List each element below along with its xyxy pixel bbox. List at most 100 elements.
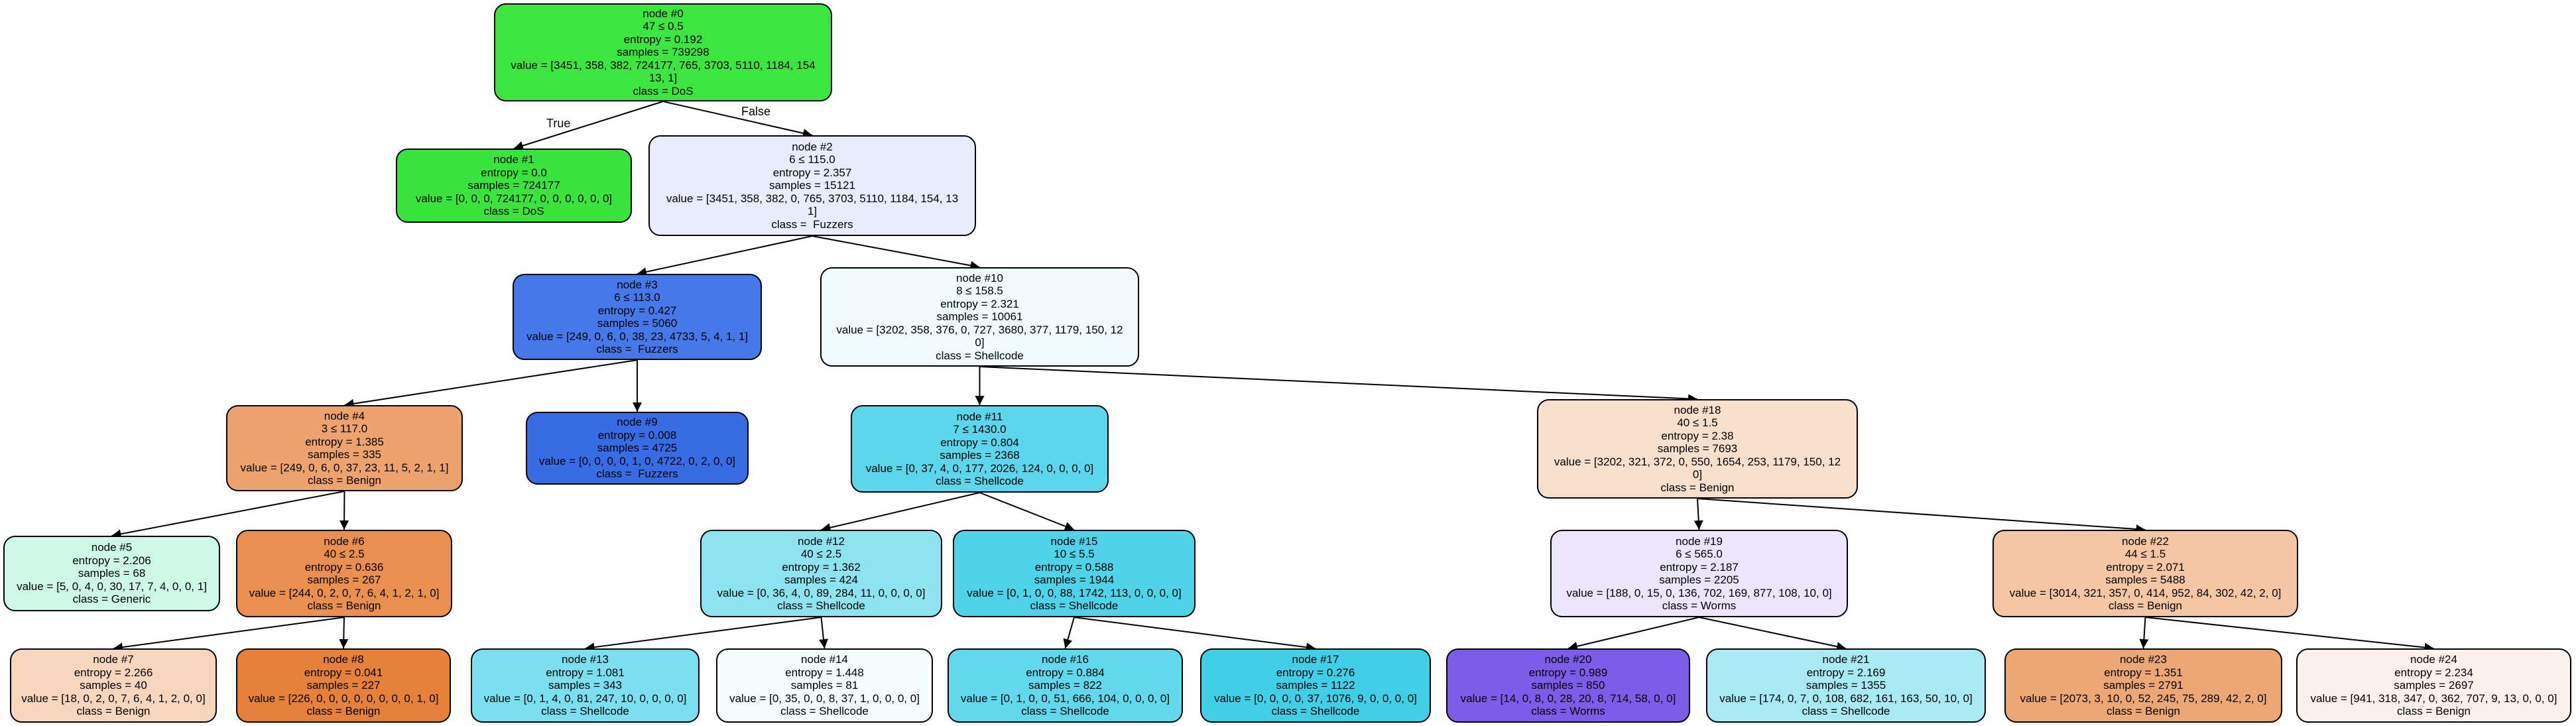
node-text-line: entropy = 1.448 [785,666,864,679]
node-text-line: class = Shellcode [541,705,629,718]
node-text-line: class = Benign [1660,481,1735,494]
edge-label-true: True [546,117,571,130]
node-text-line: entropy = 0.0 [481,166,547,179]
node-text-line: node #14 [801,653,848,666]
node-text-line: 47 ≤ 0.5 [643,20,684,33]
node-text-line: entropy = 0.427 [597,304,677,317]
node-text-line: node #15 [1050,534,1098,548]
node-text-line: class = Shellcode [1802,705,1890,718]
node-text-line: entropy = 1.351 [2104,666,2183,679]
node-text-line: entropy = 2.187 [1660,560,1739,574]
tree-edge [339,491,349,530]
node-text-line: entropy = 0.008 [597,428,677,442]
node-text-line: value = [249, 0, 6, 0, 38, 23, 4733, 5, … [526,330,749,343]
node-text-line: value = [0, 1, 0, 0, 51, 666, 104, 0, 0,… [960,692,1170,705]
node-text-line: 1] [807,205,818,218]
node-text-line: samples = 2697 [2394,679,2474,692]
node-text-line: samples = 1122 [1276,679,1355,692]
node-text-line: node #6 [324,534,365,548]
tree-edge [1693,498,1703,530]
node-text-line: class = Benign [76,705,151,718]
node-text-line: node #12 [798,534,845,548]
node-text-line: 10 ≤ 5.5 [1054,548,1095,560]
node-text-line: samples = 335 [307,448,382,461]
node-text-line: entropy = 0.276 [1276,666,1355,679]
node-text-line: node #16 [1042,653,1089,666]
node-text-line: node #24 [2410,653,2457,666]
node-text-line: value = [5, 0, 4, 0, 30, 17, 7, 4, 0, 0,… [17,579,207,593]
node-text-line: samples = 81 [790,679,859,692]
node-text-line: class = DoS [633,84,694,97]
node-text-line: 40 ≤ 1.5 [1677,416,1718,430]
node-text-line: entropy = 2.321 [940,297,1019,310]
node-text-line: entropy = 0.804 [940,436,1019,449]
node-text-line: node #9 [617,416,658,429]
tree-edge [1567,617,1699,651]
node-text-line: class = Generic [72,593,151,606]
node-text-line: class = Shellcode [1021,705,1109,718]
node-text-line: node #17 [1292,653,1339,666]
node-text-line: class = Fuzzers [771,217,853,231]
node-text-line: samples = 343 [548,679,623,692]
node-text-line: samples = 5060 [597,317,678,330]
node-text-line: node #13 [562,653,609,666]
node-text-line: 44 ≤ 1.5 [2124,548,2166,560]
node-text-line: samples = 10061 [936,310,1023,324]
node-text-line: samples = 724177 [467,179,560,192]
node-text-line: class = Benign [307,599,381,612]
tree-edge [979,492,1075,531]
node-text-line: samples = 739298 [617,46,709,59]
tree-edge [819,617,828,649]
node-text-line: value = [0, 0, 0, 0, 1, 0, 4722, 0, 2, 0… [538,454,736,467]
node-text-line: entropy = 2.234 [2394,666,2473,679]
edge-label-false: False [741,105,771,118]
tree-edge [2139,617,2149,649]
node-text-line: entropy = 0.588 [1034,560,1114,574]
node-text-line: class = Fuzzers [596,343,678,355]
tree-edge [637,235,813,276]
node-text-line: value = [249, 0, 6, 0, 37, 23, 11, 5, 2,… [240,461,449,474]
node-text-line: value = [188, 0, 15, 0, 136, 702, 169, 8… [1566,586,1832,599]
node-text-line: samples = 5488 [2105,574,2185,586]
node-text-line: entropy = 2.357 [772,166,852,179]
node-text-line: samples = 7693 [1657,442,1738,455]
tree-edge [821,492,980,532]
node-text-line: entropy = 1.081 [546,666,625,679]
tree-edge [513,101,664,151]
node-text-line: samples = 850 [1531,679,1605,692]
node-text-line: value = [3451, 358, 382, 0, 765, 3703, 5… [666,192,959,205]
node-text-line: node #0 [643,7,684,20]
node-text-line: class = Worms [1662,599,1737,612]
node-text-line: class = Shellcode [777,599,865,612]
node-text-line: class = Shellcode [936,349,1024,362]
node-text-line: samples = 40 [80,679,147,692]
node-text-line: entropy = 1.362 [782,560,861,574]
node-text-line: samples = 424 [784,574,859,586]
node-text-line: node #19 [1676,534,1723,548]
tree-edge [113,617,345,652]
node-text-line: value = [0, 37, 4, 0, 177, 2026, 124, 0,… [865,461,1094,475]
tree-edge [1073,617,1316,652]
node-text-line: node #11 [956,410,1003,423]
node-text-line: value = [3451, 358, 382, 724177, 765, 37… [511,58,816,72]
node-text-line: 7 ≤ 1430.0 [953,423,1007,436]
node-text-line: node #22 [2122,534,2169,548]
node-text-line: 13, 1] [648,72,678,85]
node-text-line: class = Shellcode [780,705,869,718]
node-text-line: class = Worms [1531,705,1605,718]
node-text-line: node #3 [617,278,658,291]
node-text-line: value = [3014, 321, 357, 0, 414, 952, 84… [2009,586,2282,599]
